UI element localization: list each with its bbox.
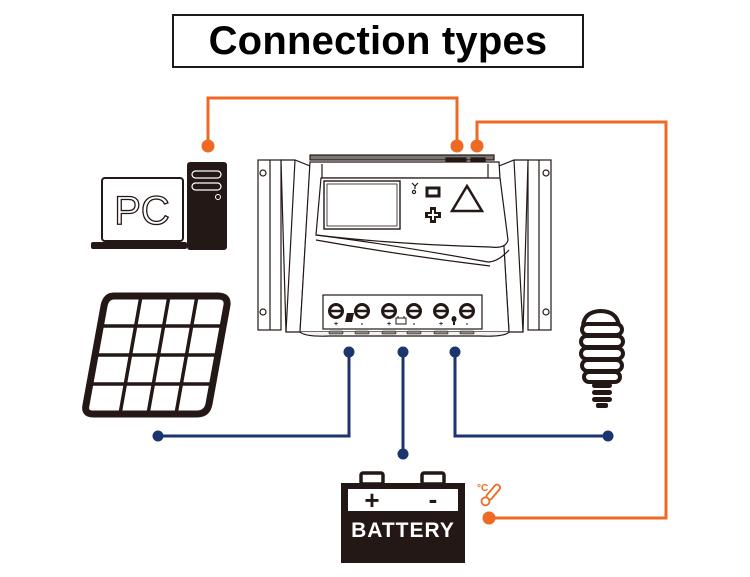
load-wire-controller-end: [449, 346, 461, 358]
light-bulb-icon: [579, 308, 625, 408]
load-wire: [453, 352, 608, 438]
page-title: Connection types: [208, 18, 548, 63]
load-minus-label: -: [466, 319, 469, 328]
minus-button-icon: [425, 186, 441, 198]
title-box: Connection types: [172, 14, 584, 68]
terminal-block: + - + - +: [328, 303, 475, 335]
load-minus-terminal: -: [459, 303, 475, 328]
plus-button-icon: [425, 207, 441, 223]
controller-temp-port-endpoint: [470, 139, 484, 153]
thermometer-icon: °C: [477, 483, 501, 507]
controller-comm-port-endpoint: [450, 139, 464, 153]
warning-triangle-icon: [449, 183, 485, 213]
temp-sensor-wire: [475, 120, 668, 520]
solar-minus-terminal: -: [354, 303, 370, 328]
controller-temp-port: [470, 157, 486, 162]
temp-sensor-wire-endpoint: [482, 511, 496, 525]
temp-unit-label: °C: [477, 483, 488, 494]
battery-wire-battery-end: [397, 448, 409, 460]
battery-minus-terminal: -: [406, 303, 422, 328]
load-plus-terminal: +: [433, 303, 449, 328]
solar-charge-controller-icon: [257, 154, 552, 337]
pc-icon: PC: [91, 162, 227, 250]
controller-comm-port: [445, 157, 467, 162]
solar-terminal-symbol-icon: [345, 313, 354, 322]
solar-wire: [158, 352, 351, 438]
battery-minus-sign: -: [429, 484, 438, 514]
battery-label: BATTERY: [351, 519, 455, 542]
solar-panel-icon: [82, 292, 231, 418]
solar-minus-label: -: [361, 319, 364, 328]
load-wire-lamp-end: [602, 430, 614, 442]
battery-plus-terminal: +: [381, 303, 397, 328]
solar-plus-label: +: [334, 321, 338, 328]
pc-wire-endpoint: [201, 139, 215, 153]
pc-label: PC: [114, 189, 170, 233]
battery-wire-controller-end: [397, 346, 409, 358]
status-led-icon: [411, 182, 419, 195]
battery-icon: + - BATTERY: [341, 471, 465, 563]
load-terminal-symbol-icon: [451, 316, 457, 325]
pc-comm-wire: [206, 96, 459, 143]
battery-plus-sign: +: [364, 485, 379, 515]
battery-minus-label: -: [413, 319, 416, 328]
battery-terminal-symbol-icon: [395, 316, 407, 325]
battery-plus-label: +: [387, 321, 391, 328]
solar-wire-panel-end: [152, 430, 164, 442]
load-plus-label: +: [439, 321, 443, 328]
solar-plus-terminal: +: [328, 303, 344, 328]
solar-wire-controller-end: [343, 346, 355, 358]
